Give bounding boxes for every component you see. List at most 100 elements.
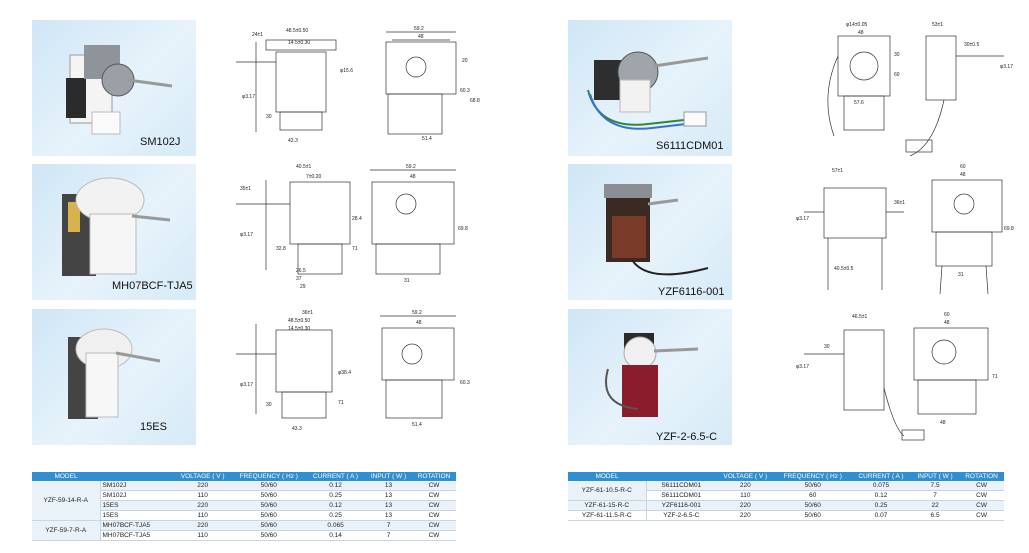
dim-label: 48 xyxy=(940,420,946,426)
table-row: MH07BCF-TJA5 110 50/60 0.14 7 CW xyxy=(32,530,456,541)
group-model-cell: YZF-59-7-R-A xyxy=(32,520,101,541)
motor-photo xyxy=(605,333,699,417)
model-label: MH07BCF-TJA5 xyxy=(112,280,193,292)
table-cell: 110 xyxy=(174,490,232,501)
col-header xyxy=(100,472,174,481)
model-label: 15ES xyxy=(140,421,167,433)
dim-label: φ3.17 xyxy=(1000,64,1013,70)
table-cell: MH07BCF-TJA5 xyxy=(100,530,174,541)
col-header: FREQUENCY ( Hz ) xyxy=(231,472,307,481)
dim-label: 46.5±1 xyxy=(852,314,867,320)
table-cell: 50/60 xyxy=(231,520,307,531)
dim-label: 51.4 xyxy=(412,422,422,428)
table-cell: 50/60 xyxy=(774,510,851,521)
table-cell: CW xyxy=(959,481,1004,491)
dim-label: 60.3 xyxy=(460,380,470,386)
dim-label: 71 xyxy=(338,400,344,406)
table-row: 15ES 110 50/60 0.25 13 CW xyxy=(32,510,456,521)
technical-drawing: 24±1 48.5±0.50 14.5±0.30 φ3.17 30 43.3 5… xyxy=(236,26,480,144)
dim-label: 60 xyxy=(960,164,966,170)
dim-label: 60 xyxy=(894,72,900,78)
table-cell: 220 xyxy=(174,500,232,511)
table-cell: 0.14 xyxy=(306,530,365,541)
table-cell: 7 xyxy=(364,530,413,541)
model-label: SM102J xyxy=(140,136,181,148)
dim-label: 30 xyxy=(894,52,900,58)
table-cell: S6111CDM01 xyxy=(646,490,716,501)
col-header: INPUT ( W ) xyxy=(364,472,413,481)
col-header: MODEL xyxy=(568,472,646,481)
table-cell: 50/60 xyxy=(231,530,307,541)
motor-photo xyxy=(66,45,173,135)
table-cell: 60 xyxy=(774,490,851,501)
table-cell: CW xyxy=(412,520,456,531)
table-cell: 220 xyxy=(716,510,775,521)
col-header: ROTATION xyxy=(959,472,1004,481)
table-cell: 7 xyxy=(364,520,413,531)
dim-label: 30 xyxy=(266,114,272,120)
col-header: CURRENT ( A ) xyxy=(306,472,365,481)
col-header xyxy=(646,472,716,481)
dim-label: 59.2 xyxy=(412,310,422,316)
dim-label: 7±0.20 xyxy=(306,174,321,180)
dim-label: 60 xyxy=(944,312,950,318)
table-cell: CW xyxy=(959,500,1004,511)
table-cell: 6.5 xyxy=(911,510,960,521)
motor-photo xyxy=(604,184,709,276)
col-header: CURRENT ( A ) xyxy=(850,472,912,481)
table-cell: S6111CDM01 xyxy=(646,481,716,491)
dim-label: 24±1 xyxy=(252,32,263,38)
table-cell: 0.12 xyxy=(850,490,912,501)
dim-label: 14.5±0.30 xyxy=(288,326,310,332)
table-cell: 0.12 xyxy=(306,481,365,491)
dim-label: 31 xyxy=(958,272,964,278)
dim-label: 36±1 xyxy=(894,200,905,206)
table-header-row: MODEL VOLTAGE ( V ) FREQUENCY ( Hz ) CUR… xyxy=(32,472,456,481)
table-cell: 220 xyxy=(174,520,232,531)
drawing-sm102j: 24±1 48.5±0.50 14.5±0.30 φ3.17 30 43.3 5… xyxy=(236,22,486,150)
dim-label: 43.3 xyxy=(288,138,298,144)
product-photo-yzf6116: YZF6116-001 xyxy=(568,164,732,300)
group-model-cell: YZF-61-15-R-C xyxy=(568,500,647,511)
dim-label: 29 xyxy=(300,284,306,290)
table-cell: 15ES xyxy=(100,510,174,521)
table-row: 15ES 220 50/60 0.12 13 CW xyxy=(32,500,456,511)
technical-drawing: φ14±0.05 30 30±0.5 53±1 57.6 48 60 φ3.17 xyxy=(827,22,1013,156)
table-cell: 0.075 xyxy=(850,481,912,491)
col-header: VOLTAGE ( V ) xyxy=(716,472,775,481)
dim-label: 51.4 xyxy=(422,136,432,142)
table-header-row: MODEL VOLTAGE ( V ) FREQUENCY ( Hz ) CUR… xyxy=(568,472,1004,481)
product-photo-15es: 15ES xyxy=(32,309,196,445)
model-label: YZF6116-001 xyxy=(658,286,725,298)
table-row: YZF-61-11.5-R-C YZF-2-6.5-C 220 50/60 0.… xyxy=(568,510,1004,521)
table-cell: 0.07 xyxy=(850,510,912,521)
motor-photo xyxy=(62,177,171,276)
dim-label: 30 xyxy=(266,402,272,408)
table-cell: SM102J xyxy=(100,490,174,501)
group-model-cell: YZF-61-11.5-R-C xyxy=(568,510,647,521)
table-cell: 7 xyxy=(911,490,960,501)
motor-photo xyxy=(68,328,161,419)
table-cell: SM102J xyxy=(100,481,174,491)
table-cell: 0.25 xyxy=(306,490,365,501)
dim-label: 30 xyxy=(824,344,830,350)
dim-label: 36±1 xyxy=(302,310,313,316)
drawing-mh07bcf: 35±1 40.5±1 7±0.20 φ3.17 32.8 26.5 37 29… xyxy=(236,160,486,290)
spec-table-left: MODEL VOLTAGE ( V ) FREQUENCY ( Hz ) CUR… xyxy=(32,472,456,541)
dim-label: 71 xyxy=(352,246,358,252)
dim-label: φ3.17 xyxy=(242,94,255,100)
table-cell: 13 xyxy=(364,481,413,491)
table-cell: 50/60 xyxy=(231,500,307,511)
col-header: ROTATION xyxy=(412,472,456,481)
model-label: S6111CDM01 xyxy=(656,140,724,152)
drawing-s6111cdm01: φ14±0.05 30 30±0.5 53±1 57.6 48 60 φ3.17 xyxy=(794,16,1020,156)
dim-label: 48 xyxy=(960,172,966,178)
table-cell: 50/60 xyxy=(231,510,307,521)
table-cell: 220 xyxy=(174,481,232,491)
dim-label: 57±1 xyxy=(832,168,843,174)
product-photo-yzf-2-65: YZF-2-6.5-C xyxy=(568,309,732,445)
table-cell: YZF6116-001 xyxy=(646,500,716,511)
dim-label: 68.8 xyxy=(470,98,480,104)
dim-label: φ14±0.05 xyxy=(846,22,867,28)
table-cell: 220 xyxy=(716,500,775,511)
